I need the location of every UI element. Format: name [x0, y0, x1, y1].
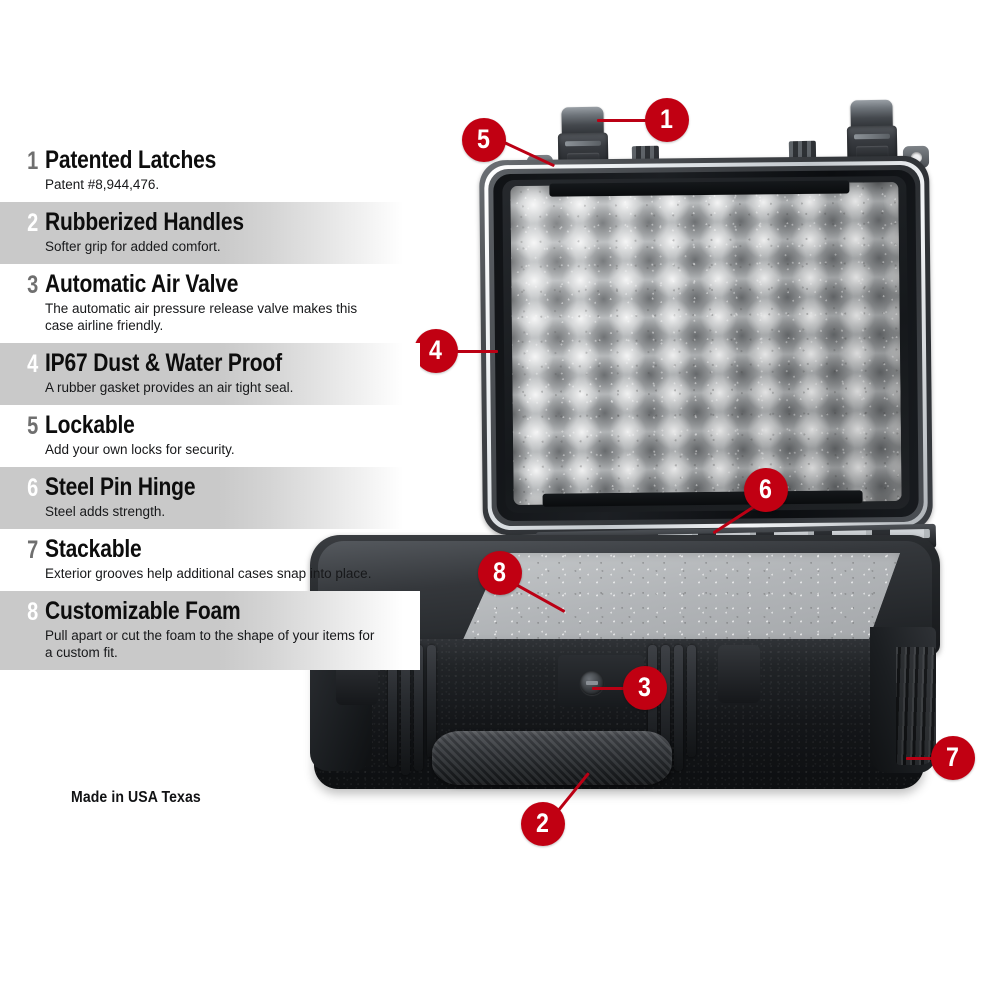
feature-item-2: 2 Rubberized Handles Softer grip for add… — [0, 202, 420, 264]
feature-description: The automatic air pressure release valve… — [45, 301, 358, 333]
callout-badge-1[interactable]: 1 — [645, 98, 689, 142]
feature-description: Pull apart or cut the foam to the shape … — [45, 628, 375, 660]
feature-item-7: 7 Stackable Exterior grooves help additi… — [0, 529, 420, 591]
feature-title: Customizable Foam — [45, 597, 241, 625]
feature-title: Steel Pin Hinge — [45, 473, 196, 501]
feature-description: Steel adds strength. — [45, 504, 166, 519]
leader-line-8 — [513, 582, 566, 613]
feature-title: Lockable — [45, 411, 135, 439]
callout-badge-6[interactable]: 6 — [744, 468, 788, 512]
feature-number: 1 — [27, 147, 38, 175]
feature-list: 1 Patented Latches Patent #8,944,476. 2 … — [0, 140, 420, 670]
feature-number: 3 — [27, 271, 38, 299]
feature-number: 2 — [27, 209, 38, 237]
feature-description: Exterior grooves help additional cases s… — [45, 566, 372, 581]
made-in-label: Made in USA Texas — [71, 789, 201, 806]
leader-line-7 — [906, 757, 954, 760]
feature-number: 4 — [27, 350, 38, 378]
feature-number: 6 — [27, 474, 38, 502]
feature-title: Automatic Air Valve — [45, 270, 239, 298]
feature-item-1: 1 Patented Latches Patent #8,944,476. — [0, 140, 420, 202]
feature-item-5: 5 Lockable Add your own locks for securi… — [0, 405, 420, 467]
feature-description: Patent #8,944,476. — [45, 177, 160, 192]
leader-line-4 — [452, 350, 498, 353]
callout-badge-2[interactable]: 2 — [521, 802, 565, 846]
feature-description: Add your own locks for security. — [45, 442, 235, 457]
callout-badge-4[interactable]: 4 — [414, 329, 458, 373]
callout-badge-5[interactable]: 5 — [462, 118, 506, 162]
feature-description: Softer grip for added comfort. — [45, 239, 221, 254]
callout-badge-3[interactable]: 3 — [623, 666, 667, 710]
feature-number: 5 — [27, 412, 38, 440]
feature-description: A rubber gasket provides an air tight se… — [45, 380, 294, 395]
feature-title: Stackable — [45, 535, 142, 563]
feature-title: IP67 Dust & Water Proof — [45, 349, 282, 377]
feature-item-6: 6 Steel Pin Hinge Steel adds strength. — [0, 467, 420, 529]
feature-item-3: 3 Automatic Air Valve The automatic air … — [0, 264, 420, 343]
feature-title: Patented Latches — [45, 146, 217, 174]
leader-line-2 — [554, 772, 590, 815]
leader-line-5 — [499, 139, 556, 168]
feature-title: Rubberized Handles — [45, 208, 244, 236]
callout-badge-8[interactable]: 8 — [478, 551, 522, 595]
leader-line-3 — [592, 687, 644, 690]
feature-number: 8 — [27, 598, 38, 626]
feature-item-8: 8 Customizable Foam Pull apart or cut th… — [0, 591, 420, 670]
feature-number: 7 — [27, 536, 38, 564]
callout-badge-7[interactable]: 7 — [931, 736, 975, 780]
leader-line-1 — [597, 119, 669, 122]
feature-item-4: 4 IP67 Dust & Water Proof A rubber gaske… — [0, 343, 420, 405]
